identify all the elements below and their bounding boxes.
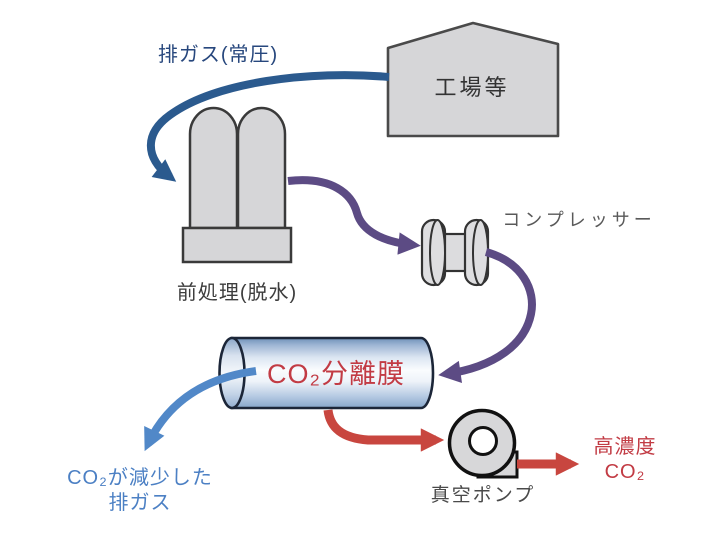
reduced-gas-arrow — [144, 367, 257, 452]
tower-base — [181, 226, 293, 264]
compressor-label: コンプレッサー — [502, 210, 656, 230]
factory-label: 工場等 — [434, 75, 510, 100]
vacuum-pump-icon — [447, 408, 519, 479]
high-co2-label-line2: CO₂ — [604, 461, 646, 483]
reduced-gas-label-line1: CO₂が減少した — [67, 467, 213, 489]
tower-left — [188, 106, 239, 230]
compressor-icon — [420, 218, 490, 287]
exhaust-gas-label: 排ガス(常圧) — [157, 44, 279, 66]
membrane-label: CO₂分離膜 — [267, 359, 405, 389]
membrane-cylinder — [218, 336, 435, 410]
membrane-to-pump-arrow — [323, 409, 445, 452]
vacuum-pump-label: 真空ポンプ — [430, 485, 536, 506]
reduced-gas-label: CO₂が減少した 排ガス — [67, 466, 213, 516]
tower-right — [236, 106, 287, 230]
pretreatment-towers — [181, 106, 293, 264]
pretreatment-to-compressor-arrow — [287, 176, 421, 255]
high-co2-label-line1: 高濃度 — [593, 436, 657, 458]
compressor-to-membrane-arrow — [438, 248, 536, 384]
reduced-gas-label-line2: 排ガス — [108, 492, 172, 514]
pretreatment-label: 前処理(脱水) — [176, 282, 298, 304]
factory-shape — [386, 21, 560, 138]
high-co2-label: 高濃度 CO₂ — [594, 435, 657, 485]
exhaust-gas-arrow — [146, 71, 390, 182]
